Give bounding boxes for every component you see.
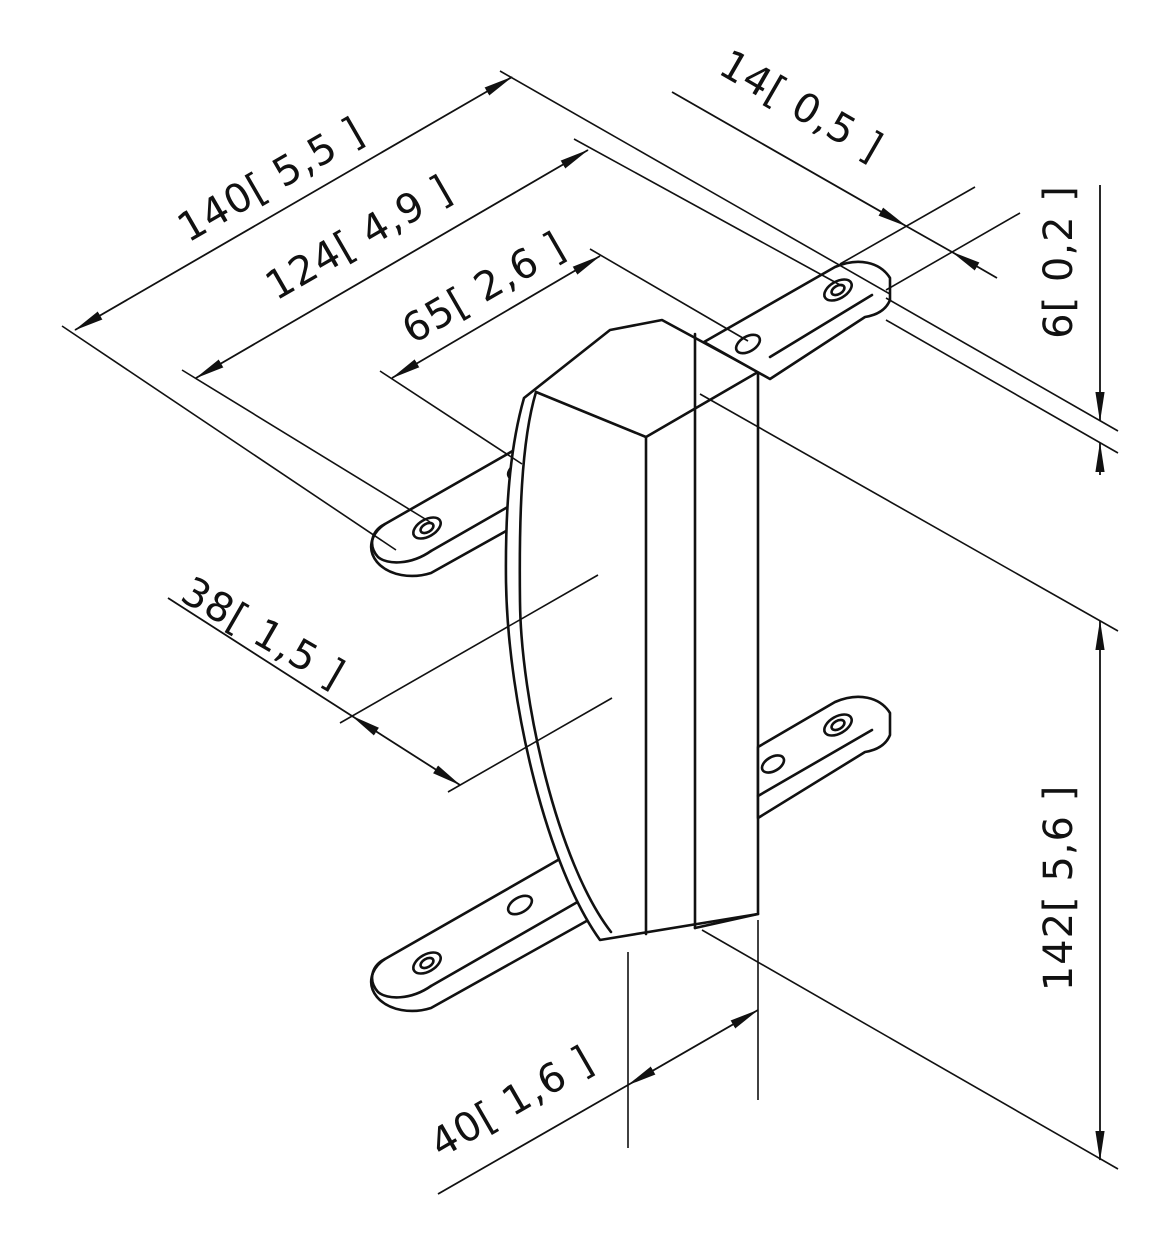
extension-line (699, 393, 1119, 632)
extension-line (885, 319, 1119, 454)
extension-line (379, 370, 523, 465)
mount-hole-inner (830, 283, 846, 297)
arm-end-round (370, 522, 433, 564)
extension-line (499, 70, 891, 295)
bottom-arm-right (756, 695, 892, 820)
mount-hole-inner (419, 956, 435, 970)
extension-line (589, 248, 749, 342)
extension-line (339, 574, 599, 724)
extension-line (701, 929, 1119, 1170)
top-arm-right (702, 260, 892, 381)
dim-14: 14[ 0,5 ] (671, 41, 1021, 291)
dim-40-label: 40[ 1,6 ] (422, 1037, 601, 1167)
spacer-body (504, 318, 760, 942)
arm-hole (734, 333, 762, 355)
body-silhouette (504, 318, 760, 942)
dim-38-label: 38[ 1,5 ] (173, 568, 352, 698)
dim-6: 6[ 0,2 ] (885, 185, 1119, 475)
extension-line (573, 138, 843, 287)
dimension-line (951, 251, 998, 279)
extension-line (885, 297, 1119, 432)
mount-hole-outer (823, 278, 853, 302)
dim-142: 142[ 5,6 ] (699, 393, 1119, 1170)
dimension-line (391, 255, 601, 379)
dim-6-label: 6[ 0,2 ] (1036, 185, 1082, 339)
extension-line (447, 697, 613, 793)
arm-hole (760, 754, 786, 774)
mount-hole-inner (419, 521, 435, 535)
arm-top-edge (768, 293, 874, 359)
dim-142-label: 142[ 5,6 ] (1036, 785, 1082, 992)
dimension-line-connector (905, 225, 953, 253)
extension-line (839, 186, 976, 265)
dimension-line (671, 91, 907, 227)
part (369, 260, 892, 1013)
arm-end-round (370, 957, 433, 999)
mount-hole-inner (830, 718, 846, 732)
mount-hole-outer (412, 951, 442, 975)
dimension-leader (167, 597, 353, 717)
body-front-inner-curve (518, 390, 613, 934)
arm-hole (506, 894, 534, 916)
dim-14-label: 14[ 0,5 ] (711, 41, 890, 171)
arm-top-edge (756, 728, 874, 798)
extension-line (181, 369, 431, 523)
extension-line (885, 212, 1021, 291)
mount-hole-outer (823, 713, 853, 737)
dimension-line (351, 715, 461, 786)
dimension-line (627, 1009, 759, 1086)
mount-hole-outer (412, 516, 442, 540)
dimension-leader (437, 1084, 629, 1195)
extension-line (61, 325, 397, 551)
body-bottom-back-edge (693, 912, 760, 930)
